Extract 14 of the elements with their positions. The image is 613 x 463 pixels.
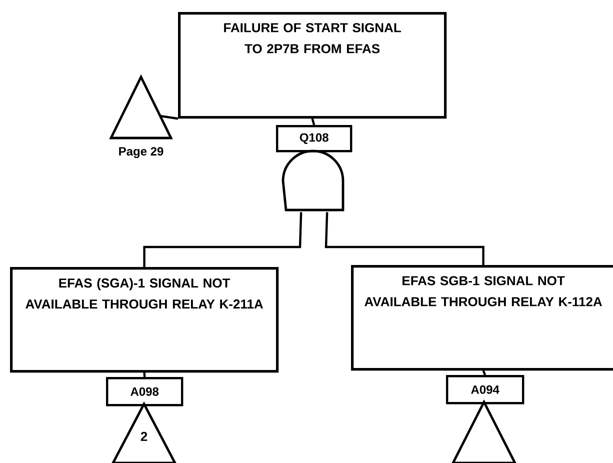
connector-line bbox=[160, 114, 178, 120]
connector-line bbox=[143, 372, 146, 378]
connector-line bbox=[143, 212, 302, 267]
event-box: EFAS (SGA)-1 SIGNAL NOT AVAILABLE THROUGH RELAY K-211A bbox=[10, 267, 279, 373]
connector-line bbox=[482, 370, 486, 376]
event-box: FAILURE OF START SIGNAL TO 2P7B FROM EFAS bbox=[178, 12, 447, 119]
connector-line bbox=[324, 212, 484, 265]
node-label: Page 29 bbox=[119, 147, 164, 158]
and-gate bbox=[282, 150, 344, 212]
gate-label-box: Q108 bbox=[276, 125, 352, 152]
event-box: EFAS SGB-1 SIGNAL NOT AVAILABLE THROUGH RELAY K-112A bbox=[351, 265, 613, 371]
connector-line bbox=[311, 118, 316, 126]
gate-label-box: A094 bbox=[446, 374, 524, 404]
gate-label-box: A098 bbox=[106, 376, 184, 406]
